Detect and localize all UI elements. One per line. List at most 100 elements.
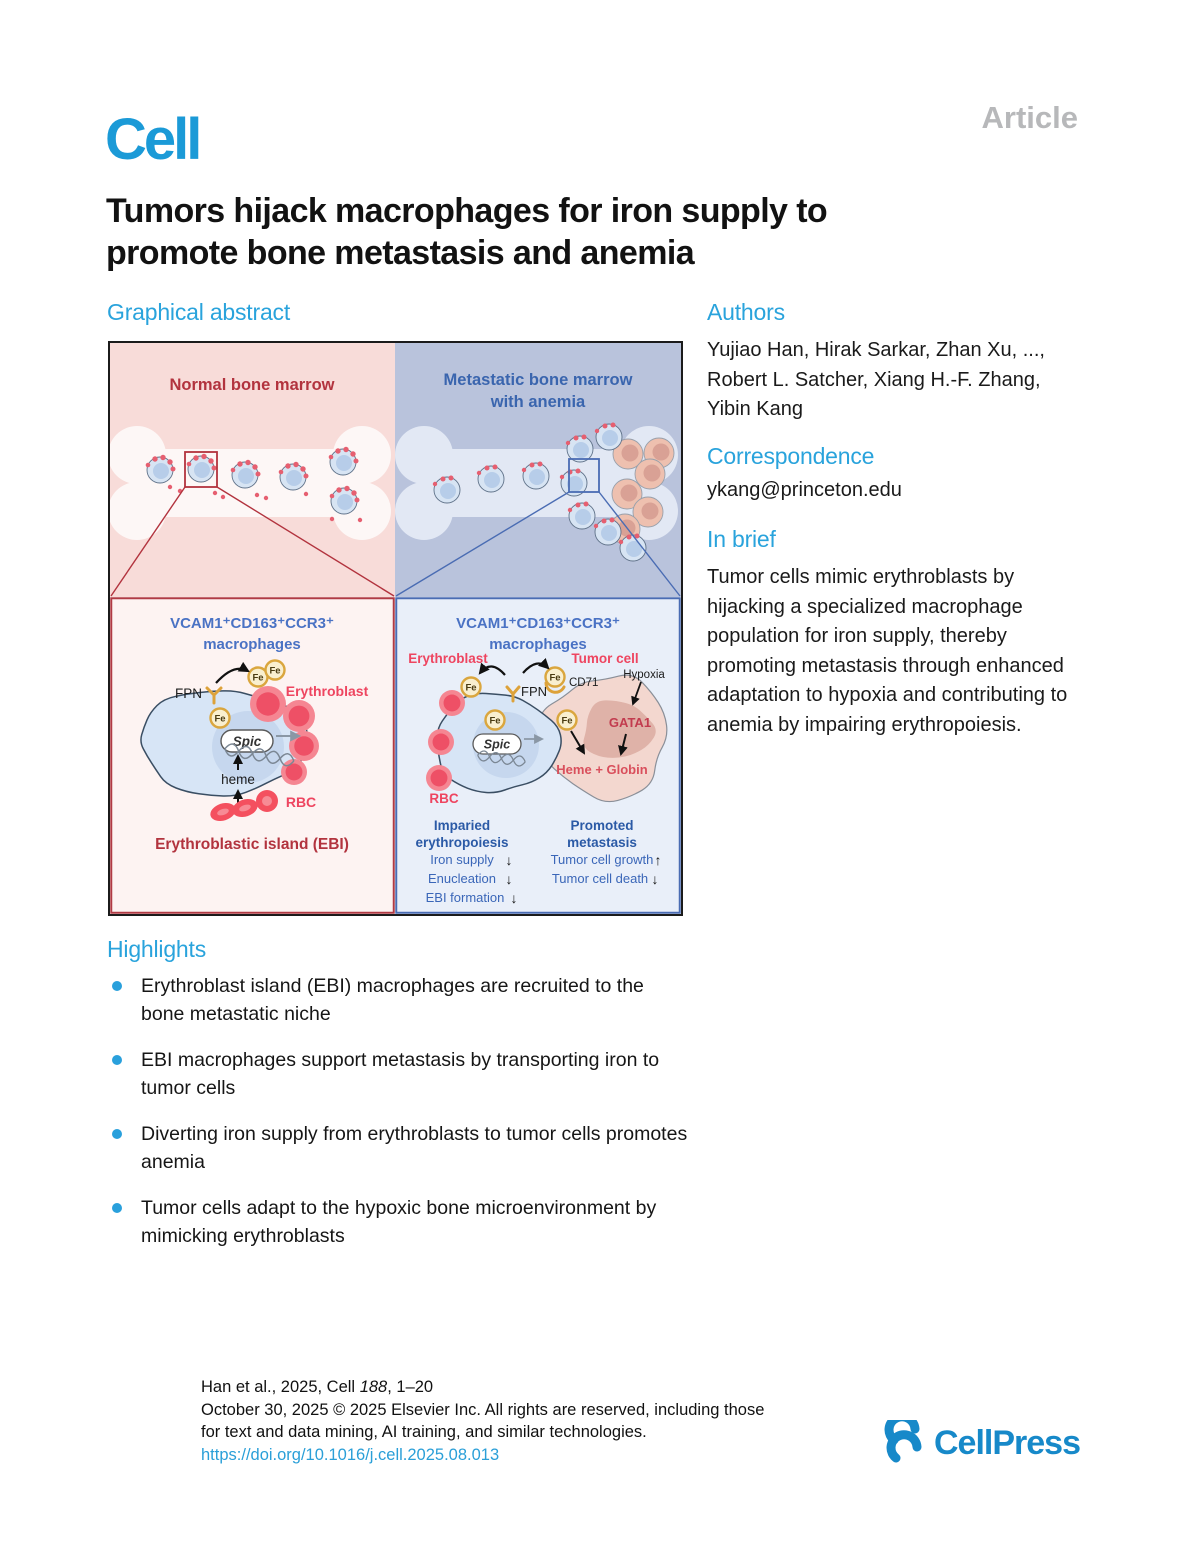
ebi-caption: Erythroblastic island (EBI): [155, 836, 349, 853]
panel-title-line-2: macrophages: [489, 636, 587, 653]
panel-metastatic-bone-marrow: Metastatic bone marrow with anemia: [395, 343, 681, 597]
impaired-item: Iron supply: [430, 852, 494, 867]
tumor-cell-nucleus: [583, 700, 656, 758]
zoom-rect-blue: [568, 458, 600, 493]
citation-pages: , 1–20: [387, 1378, 434, 1396]
citation-line: Han et al., 2025, Cell 188, 1–20: [201, 1376, 764, 1399]
spic-label: Spic: [484, 738, 510, 752]
title-line-1: Tumors hijack macrophages for iron suppl…: [106, 192, 828, 230]
authors-heading: Authors: [707, 299, 785, 325]
bullet-icon: [112, 981, 122, 991]
authors-section: Authors Yujiao Han, Hirak Sarkar, Zhan X…: [707, 299, 1095, 425]
promoted-column: Promoted metastasis Tumor cell growth ↑ …: [551, 818, 662, 887]
journal-logo: Cell: [105, 107, 202, 172]
heme-label: heme: [221, 772, 255, 787]
title-line-2: promote bone metastasis and anemia: [106, 234, 695, 272]
panel-erythroblastic-island: Fe Spic heme: [110, 597, 395, 914]
cellpress-logo[interactable]: CellPress: [882, 1420, 1081, 1466]
highlights-list: Erythroblast island (EBI) macrophages ar…: [107, 972, 692, 1268]
panel-title: Normal bone marrow: [169, 376, 334, 394]
highlight-text: Tumor cells adapt to the hypoxic bone mi…: [141, 1197, 657, 1247]
author-line: Yibin Kang: [707, 398, 803, 420]
panel-normal-bone-marrow: Normal bone marrow: [110, 343, 395, 597]
author-line: Robert L. Satcher, Xiang H.-F. Zhang,: [707, 368, 1041, 391]
dna-icon: [224, 743, 295, 767]
erythroblast-label: Erythroblast: [286, 683, 369, 699]
gata1-label: GATA1: [609, 715, 651, 730]
rights-line-1: October 30, 2025 © 2025 Elsevier Inc. Al…: [201, 1400, 765, 1419]
page-title: Tumors hijack macrophages for iron suppl…: [106, 190, 1086, 274]
highlight-text: Erythroblast island (EBI) macrophages ar…: [141, 975, 644, 1025]
promoted-item-arrow: ↓: [652, 871, 659, 887]
rbc-label: RBC: [429, 791, 458, 806]
highlight-text: EBI macrophages support metastasis by tr…: [141, 1049, 660, 1099]
panel-title-line-2: macrophages: [203, 636, 301, 653]
highlights-heading: Highlights: [107, 936, 206, 962]
bullet-icon: [112, 1203, 122, 1213]
rbc-label: RBC: [286, 794, 316, 810]
fpn-receptor-icon: [205, 686, 223, 705]
panel-title-line-2: with anemia: [490, 393, 586, 411]
in-brief-heading: In brief: [707, 526, 776, 552]
citation-volume: 188: [359, 1378, 388, 1396]
promoted-item-arrow: ↑: [655, 852, 662, 868]
impaired-item-arrow: ↓: [506, 871, 513, 887]
panel-title-line-1: VCAM1⁺CD163⁺CCR3⁺: [456, 615, 620, 632]
highlight-item: Tumor cells adapt to the hypoxic bone mi…: [107, 1194, 692, 1250]
tumor-cell-label: Tumor cell: [571, 651, 638, 666]
rbc-icons: [210, 790, 278, 822]
impaired-item: EBI formation: [426, 890, 505, 905]
fe-to-heme-arrow: [570, 730, 586, 755]
bullet-icon: [112, 1129, 122, 1139]
cd71-receptor-icon: [544, 681, 566, 694]
author-list: Yujiao Han, Hirak Sarkar, Zhan Xu, ..., …: [707, 336, 1095, 425]
impaired-item: Enucleation: [428, 871, 496, 886]
panel-tumor-iron-hijack: Fe Spic: [395, 597, 681, 914]
promoted-item: Tumor cell growth: [551, 852, 654, 867]
promoted-heading-2: metastasis: [567, 835, 637, 850]
article-type-badge: Article: [981, 100, 1078, 135]
correspondence-email[interactable]: ykang@princeton.edu: [707, 479, 902, 501]
in-brief-text: Tumor cells mimic erythroblasts by hijac…: [707, 566, 1068, 736]
rights-line-2: for text and data mining, AI training, a…: [201, 1423, 647, 1441]
fpn-label: FPN: [175, 686, 202, 701]
fe-to-erythroblast-arrow: [478, 662, 506, 676]
panel-title-line-1: VCAM1⁺CD163⁺CCR3⁺: [170, 615, 334, 632]
erythroblast-label: Erythroblast: [408, 651, 488, 666]
author-line: Yujiao Han, Hirak Sarkar, Zhan Xu, ...,: [707, 339, 1045, 361]
spic-gene-pill: [472, 733, 522, 755]
hypoxia-arrow: [631, 681, 642, 706]
gata1-to-heme-arrow: [618, 733, 628, 756]
heme-globin-label: Heme + Globin: [556, 762, 647, 777]
correspondence-section: Correspondence ykang@princeton.edu: [707, 443, 1095, 502]
fe-export-arrow: [215, 661, 250, 684]
highlight-item: EBI macrophages support metastasis by tr…: [107, 1046, 692, 1102]
in-brief-section: In brief Tumor cells mimic erythroblasts…: [707, 526, 1095, 740]
correspondence-heading: Correspondence: [707, 443, 875, 469]
impaired-item-arrow: ↓: [506, 852, 513, 868]
cd71-label: CD71: [569, 677, 598, 689]
zoom-lines-red: [110, 486, 395, 597]
spic-label: Spic: [233, 734, 262, 749]
highlight-item: Diverting iron supply from erythroblasts…: [107, 1120, 692, 1176]
rbc-icons: [426, 690, 465, 791]
cellpress-wordmark: CellPress: [934, 1423, 1081, 1462]
doi-link[interactable]: https://doi.org/10.1016/j.cell.2025.08.0…: [201, 1445, 500, 1464]
fpn-receptor-icon: [505, 685, 521, 703]
iron-dots: [167, 484, 363, 523]
promoted-heading-1: Promoted: [570, 818, 633, 833]
impaired-item-arrow: ↓: [511, 890, 518, 906]
highlight-item: Erythroblast island (EBI) macrophages ar…: [107, 972, 692, 1028]
cellpress-swoosh-icon: [884, 1420, 922, 1463]
highlight-text: Diverting iron supply from erythroblasts…: [141, 1123, 688, 1173]
graphical-abstract-heading: Graphical abstract: [107, 299, 291, 325]
bullet-icon: [112, 1055, 122, 1065]
graphical-abstract-figure: Normal bone marrow: [108, 341, 683, 916]
impaired-heading-2: erythropoiesis: [415, 835, 508, 850]
fpn-label: FPN: [521, 684, 547, 699]
impaired-heading-1: Imparied: [434, 818, 490, 833]
hypoxia-label: Hypoxia: [623, 669, 665, 681]
zoom-rect-red: [184, 451, 218, 488]
zoom-lines-blue: [395, 491, 681, 597]
